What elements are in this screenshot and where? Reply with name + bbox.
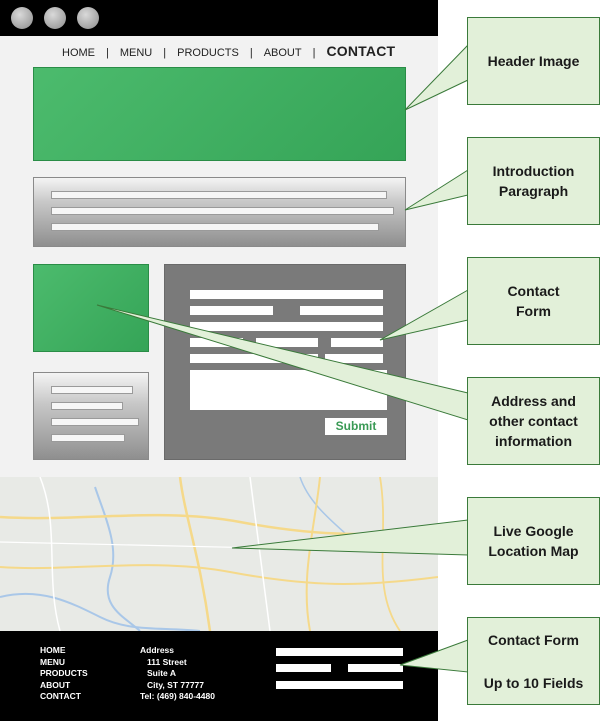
text-line: [51, 434, 125, 442]
footer-suite: Suite A: [147, 668, 176, 678]
footer-address-label: Address: [140, 645, 175, 655]
text-line: [51, 207, 394, 215]
footer-nav-item[interactable]: MENU: [40, 656, 66, 667]
nav-contact[interactable]: CONTACT: [326, 43, 396, 59]
footer-form-field[interactable]: [276, 648, 403, 656]
footer-address: Address 111 Street Suite A City, ST 7777…: [140, 645, 215, 703]
callout-intro: Introduction Paragraph: [467, 137, 600, 225]
nav-separator: |: [163, 47, 167, 59]
form-field[interactable]: [190, 290, 383, 299]
callout-text: Contact Form: [488, 631, 579, 648]
footer-street: 111 Street: [147, 656, 187, 667]
form-field[interactable]: [256, 338, 318, 347]
header-image: [33, 67, 406, 161]
form-field[interactable]: [190, 322, 383, 331]
footer-form-field[interactable]: [276, 664, 331, 672]
footer: [0, 631, 438, 721]
footer-nav-item[interactable]: HOME: [40, 645, 66, 655]
window-button-icon[interactable]: [77, 7, 99, 29]
footer-nav: HOME MENU PRODUCTS ABOUT CONTACT: [40, 645, 88, 703]
text-line: [51, 386, 133, 394]
callout-header-image: Header Image: [467, 17, 600, 105]
form-field[interactable]: [325, 354, 383, 363]
map-graphic: [0, 477, 438, 631]
text-line: [51, 223, 379, 231]
text-line: [51, 402, 123, 410]
callout-text: Contact Form: [507, 283, 560, 319]
window-button-icon[interactable]: [44, 7, 66, 29]
form-field[interactable]: [331, 338, 383, 347]
callout-text: Header Image: [487, 53, 580, 69]
nav-separator: |: [106, 47, 109, 59]
nav-about[interactable]: ABOUT: [263, 47, 302, 59]
location-map[interactable]: [0, 477, 438, 631]
nav-separator: |: [249, 47, 253, 59]
form-field[interactable]: [300, 306, 383, 315]
footer-form-field[interactable]: [276, 681, 403, 689]
footer-phone: Tel: (469) 840-4480: [140, 691, 215, 701]
callout-map: Live Google Location Map: [467, 497, 600, 585]
nav-menu-item[interactable]: MENU: [119, 47, 153, 59]
text-line: [51, 418, 139, 426]
submit-button[interactable]: Submit: [325, 418, 387, 435]
callout-text: Live Google Location Map: [488, 523, 579, 559]
contact-image: [33, 264, 149, 352]
callout-contact-form: Contact Form: [467, 257, 600, 345]
nav-home[interactable]: HOME: [62, 47, 95, 59]
nav-products[interactable]: PRODUCTS: [177, 47, 239, 59]
callout-footer-form: Contact Form Up to 10 Fields: [467, 617, 600, 705]
text-line: [51, 191, 387, 199]
callout-text: Up to 10 Fields: [483, 674, 584, 691]
footer-city: City, ST 77777: [147, 679, 205, 690]
callout-text: Introduction Paragraph: [492, 163, 575, 199]
footer-nav-item[interactable]: CONTACT: [40, 691, 81, 701]
callout-text: Address and other contact information: [489, 393, 578, 449]
footer-form-field[interactable]: [348, 664, 403, 672]
footer-nav-item[interactable]: ABOUT: [40, 679, 71, 690]
nav-separator: |: [312, 47, 316, 59]
form-field[interactable]: [190, 354, 318, 363]
window-button-icon[interactable]: [11, 7, 33, 29]
footer-nav-item[interactable]: PRODUCTS: [40, 668, 88, 678]
callout-address: Address and other contact information: [467, 377, 600, 465]
browser-top-bar: [0, 0, 438, 36]
nav-menu: HOME | MENU | PRODUCTS | ABOUT | CONTACT: [62, 43, 395, 59]
form-field[interactable]: [190, 306, 273, 315]
